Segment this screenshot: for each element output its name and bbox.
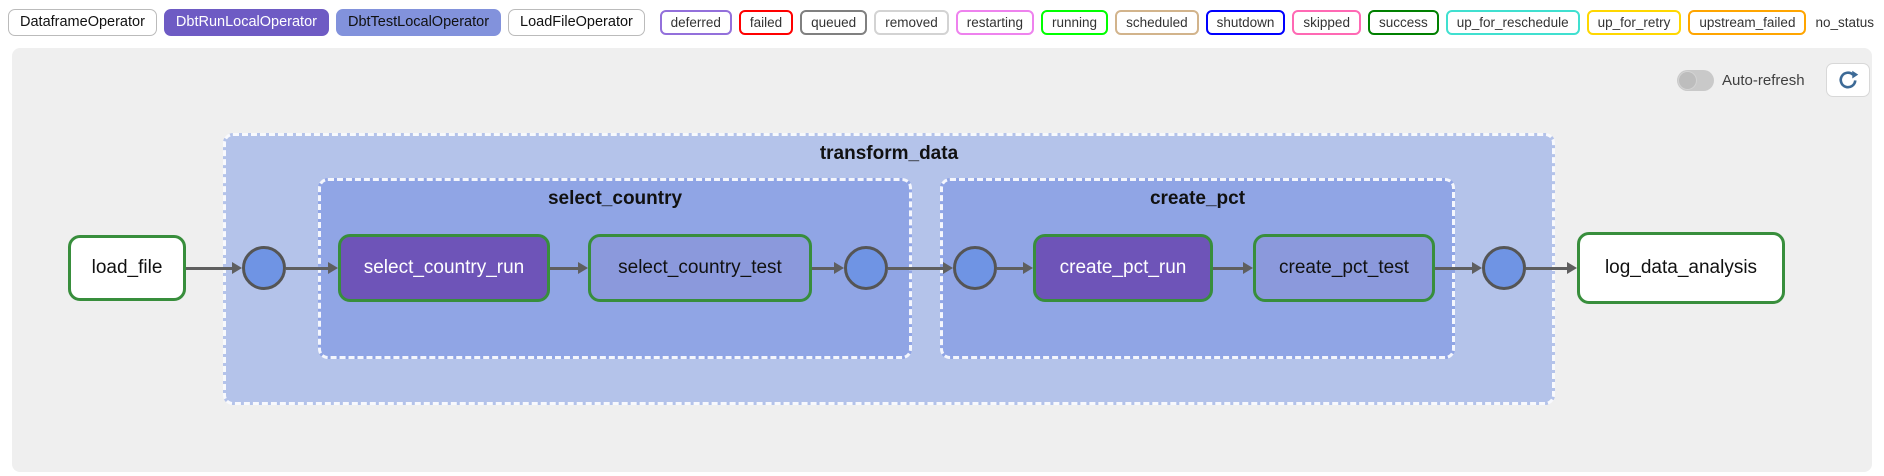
edge-junction-to-log-data-analysis [1526,261,1577,274]
edge-create-pct-test-to-junction [1435,261,1482,274]
auto-refresh-label: Auto-refresh [1722,72,1805,89]
status-badge-deferred[interactable]: deferred [659,9,732,35]
status-badge-upstream-failed[interactable]: upstream_failed [1688,9,1807,35]
status-badge-shutdown[interactable]: shutdown [1205,9,1286,35]
task-node-log-data-analysis[interactable]: log_data_analysis [1577,232,1785,304]
edge-create-pct-run-to-test [1213,261,1253,274]
operator-legend-dbttestlocaloperator[interactable]: DbtTestLocalOperator [335,8,502,36]
operator-legend-loadfileoperator[interactable]: LoadFileOperator [508,8,645,36]
status-badge-failed[interactable]: failed [738,9,794,35]
operator-legend: DataframeOperator DbtRunLocalOperator Db… [8,8,645,36]
auto-refresh-toggle-knob [1678,71,1697,90]
edge-junction-to-select-country-run [286,261,338,274]
graph-controls: Auto-refresh [1592,48,1872,118]
operator-legend-dataframeoperator[interactable]: DataframeOperator [8,8,157,36]
refresh-button[interactable] [1826,63,1870,97]
status-badge-queued[interactable]: queued [800,9,868,35]
junction-node-transform-data-exit[interactable] [1482,246,1526,290]
edge-load-file-to-junction [186,261,242,274]
status-badge-up-for-reschedule[interactable]: up_for_reschedule [1445,9,1580,35]
operator-legend-dbtrunlocaloperator[interactable]: DbtRunLocalOperator [163,8,329,36]
edge-junction-to-junction [888,261,953,274]
task-node-create-pct-run[interactable]: create_pct_run [1033,234,1213,302]
task-node-select-country-test[interactable]: select_country_test [588,234,812,302]
junction-node-select-country-exit[interactable] [844,246,888,290]
task-node-select-country-run[interactable]: select_country_run [338,234,550,302]
edge-select-country-test-to-junction [812,261,844,274]
status-badge-removed[interactable]: removed [874,9,949,35]
status-badge-success[interactable]: success [1367,9,1439,35]
task-node-create-pct-test[interactable]: create_pct_test [1253,234,1435,302]
edge-junction-to-create-pct-run [997,261,1033,274]
legend-bar: DataframeOperator DbtRunLocalOperator Db… [0,0,1884,44]
group-label-select-country: select_country [547,188,683,209]
group-label-create-pct: create_pct [1149,188,1246,209]
group-label-transform-data: transform_data [819,143,959,164]
dag-graph-canvas[interactable]: Auto-refresh transform_data select_count… [12,48,1872,472]
auto-refresh-toggle[interactable] [1677,70,1714,91]
junction-node-transform-data-entry[interactable] [242,246,286,290]
junction-node-create-pct-entry[interactable] [953,246,997,290]
status-badge-skipped[interactable]: skipped [1292,9,1361,35]
status-badge-running[interactable]: running [1041,9,1109,35]
task-node-load-file[interactable]: load_file [68,235,186,301]
edge-select-country-run-to-test [550,261,588,274]
status-badge-scheduled[interactable]: scheduled [1115,9,1199,35]
status-badge-restarting[interactable]: restarting [955,9,1035,35]
status-legend: deferred failed queued removed restartin… [659,9,1876,35]
status-badge-up-for-retry[interactable]: up_for_retry [1586,9,1682,35]
status-badge-no-status[interactable]: no_status [1815,14,1874,30]
refresh-icon [1837,69,1859,91]
